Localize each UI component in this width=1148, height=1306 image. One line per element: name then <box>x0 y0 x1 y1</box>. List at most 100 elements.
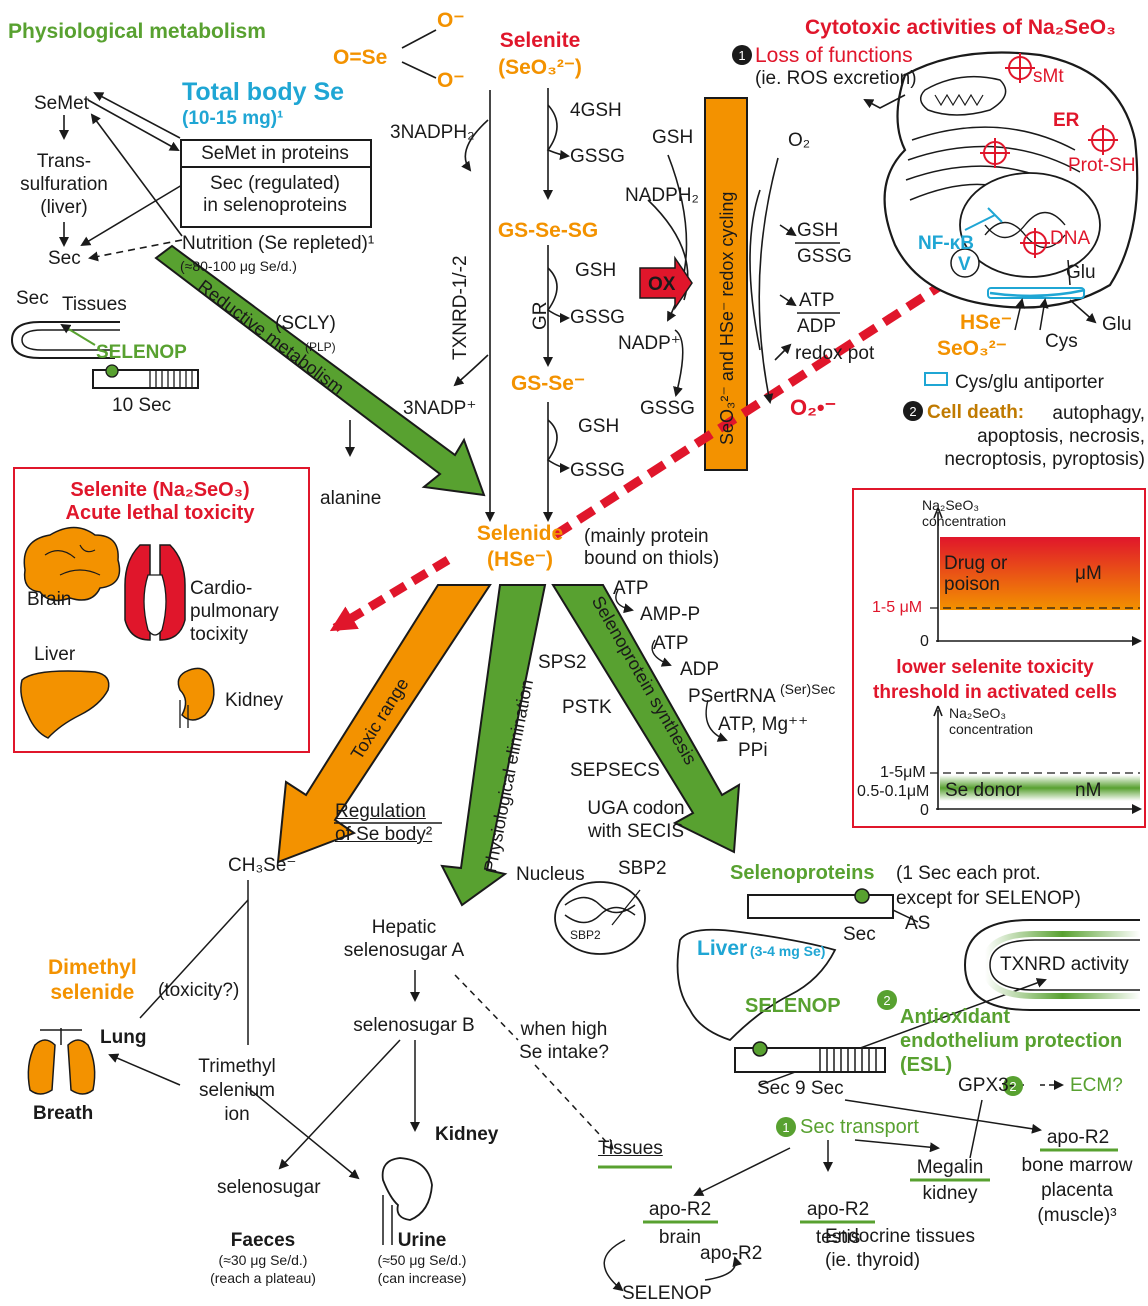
selenoprotein-bar <box>747 894 894 919</box>
smt-label: sMt <box>1033 66 1064 87</box>
dna-label: DNA <box>1050 228 1091 249</box>
endocrine-label: Endocrine tissues (ie. thyroid) <box>825 1226 975 1271</box>
selenide-label: Selenide <box>476 522 564 545</box>
selenop-bar-left <box>10 321 199 389</box>
amp-p-label: AMP-P <box>640 604 701 625</box>
plp-label: (PLP) <box>305 340 336 354</box>
cell-death-title: Cell death: <box>927 402 1025 423</box>
sec-transport-label: Sec transport <box>800 1116 919 1138</box>
toxicity-chart-1 <box>930 507 1142 646</box>
scly-label: (SCLY) <box>275 313 336 334</box>
gsh-right-label: GSH <box>652 127 694 148</box>
cell-illustration <box>863 51 1139 386</box>
atp-mg-label: ATP, Mg⁺⁺ <box>718 714 809 735</box>
toxicity-chart-2 <box>930 705 1142 814</box>
selenite-formula: (SeO₃²⁻) <box>498 56 582 79</box>
loss-of-functions-label: Loss of functions <box>755 44 913 67</box>
glu-outside-label: Glu <box>1102 314 1132 335</box>
sec-selenoproteins-label: Sec (regulated) in selenoproteins <box>203 173 347 216</box>
kidney-label: Kidney <box>225 690 284 711</box>
txnrd-activity-label: TXNRD activity <box>1000 954 1129 975</box>
apo-r2-loop-label: apo-R2 <box>700 1243 763 1264</box>
liver-icon <box>20 670 110 739</box>
adp-ratio-bottom: ADP <box>797 316 837 337</box>
nadph-right-label: NADPH₂ <box>625 185 699 206</box>
acute-title-1: Selenite (Na₂SeO₃) <box>70 479 250 501</box>
selenoproteins-title: Selenoproteins <box>730 862 875 884</box>
txnrd-vessel <box>963 919 1140 1011</box>
redox-pot-label: redox pot <box>795 343 875 364</box>
marker-2-antioxidant <box>877 990 897 1010</box>
tissues-2-label: Tissues <box>598 1138 663 1159</box>
nutrition-label: Nutrition (Se repleted)¹ <box>182 233 375 254</box>
kidney-icon <box>177 667 215 728</box>
nadp-label: 3NADP⁺ <box>403 398 477 419</box>
liver-outline <box>676 928 837 1042</box>
superoxide-label: O₂•⁻ <box>790 395 837 420</box>
ch3se-label: CH₃Se⁻ <box>228 855 297 876</box>
gs-se-sg-label: GS-Se-SG <box>497 219 599 242</box>
semet-proteins-label: SeMet in proteins <box>201 143 349 164</box>
antiporter-label: Cys/glu antiporter <box>955 372 1104 393</box>
pstk-label: PSTK <box>562 697 612 718</box>
acute-toxicity-frame <box>13 467 310 753</box>
sec-right-label: Sec <box>843 924 876 945</box>
o-se-formula: O=Se <box>333 46 388 69</box>
brain-icon <box>23 526 121 602</box>
redox-cycling-label: SeO₃²⁻ and HSe⁻ redox cycling <box>717 191 737 445</box>
marker-1-transport-label: 1 <box>782 1120 790 1135</box>
atp-1-label: ATP <box>613 578 649 599</box>
as-label: AS <box>905 913 931 934</box>
selenide-formula: (HSe⁻) <box>487 548 553 571</box>
regulation-label: Regulation of Se body² <box>335 801 433 845</box>
brain-2-label: brain <box>658 1227 702 1248</box>
marker-1-transport <box>776 1117 796 1137</box>
chart1-band-label: Drug or poison <box>944 553 1008 595</box>
psertrna-label: PSertRNA <box>688 686 776 707</box>
apo-r2-testis-label: apo-R2 <box>806 1199 870 1220</box>
selenite-title: Selenite <box>499 29 581 52</box>
gssg-3-label: GSSG <box>570 460 625 481</box>
ecm-label: ECM? <box>1070 1075 1123 1096</box>
chart1-threshold-tick: 1-5 μM <box>872 599 923 616</box>
ox-label: OX <box>648 274 676 295</box>
chart1-band <box>940 537 1140 610</box>
atp-2-label: ATP <box>653 633 689 654</box>
brain-label: Brain <box>27 589 72 610</box>
total-body-se-title: Total body Se <box>182 78 345 106</box>
gssg-ratio-bottom: GSSG <box>797 246 852 267</box>
o-minus-bottom: O⁻ <box>437 69 465 92</box>
marker-2-cytotoxic <box>903 401 923 421</box>
chart1-ylabel: Na₂SeO₃ concentration <box>922 497 1007 529</box>
faeces-amount: (≈30 μg Se/d.) <box>218 1252 308 1268</box>
liver-amount: (3-4 mg Se) <box>750 943 826 959</box>
selenoprotein-synthesis-arrow <box>551 584 741 854</box>
physiological-elimination-arrow <box>440 584 547 907</box>
redox-cycling-box <box>704 97 748 471</box>
selenosugar-label: selenosugar <box>217 1177 321 1198</box>
cytotoxic-title: Cytotoxic activities of Na₂SeO₃ <box>805 16 1116 39</box>
megalin-label: Megalin <box>916 1157 984 1178</box>
physiological-metabolism-title: Physiological metabolism <box>8 20 266 43</box>
gr-label: GR <box>530 301 551 331</box>
faeces-note: (reach a plateau) <box>210 1270 316 1286</box>
cardio-label: Cardio- pulmonary tocixity <box>190 578 279 645</box>
marker-1-label: 1 <box>738 48 746 63</box>
selenoproteins-box <box>180 166 372 228</box>
dimethyl-selenide-label: Dimethyl selenide <box>48 956 137 1004</box>
sec-residue-dot <box>854 888 870 904</box>
selenop-loop-label: SELENOP <box>622 1283 712 1304</box>
4gsh-label: 4GSH <box>570 100 622 121</box>
gsh-ratio-top: GSH <box>797 220 839 241</box>
ppi-label: PPi <box>738 740 768 761</box>
concentration-chart-frame <box>852 488 1146 828</box>
apo-r2-bone-label: apo-R2 <box>1046 1127 1110 1148</box>
chart1-zero-tick: 0 <box>920 633 929 650</box>
nucleus-label: Nucleus <box>516 864 585 885</box>
gssg-right-label: GSSG <box>640 398 695 419</box>
faeces-label: Faeces <box>230 1230 296 1251</box>
ox-arrow <box>639 255 693 311</box>
kidney-2-label: Kidney <box>435 1124 499 1145</box>
antioxidant-label: Antioxidant endothelium protection (ESL) <box>900 1006 1123 1076</box>
breath-label: Breath <box>33 1103 94 1124</box>
